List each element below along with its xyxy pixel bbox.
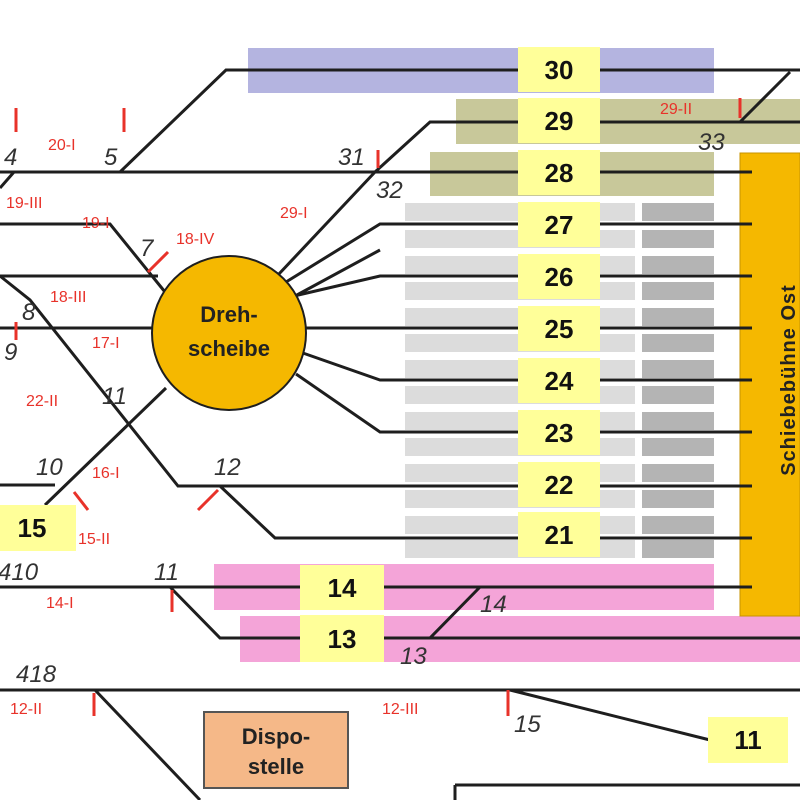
signal-label-22-II: 22-II: [26, 393, 58, 410]
track-number-28: 28: [545, 158, 574, 188]
signal-label-16-I: 16-I: [92, 465, 120, 482]
track-number-boxes: [0, 47, 788, 763]
dispo-box: [203, 711, 349, 789]
track-number-27: 27: [545, 210, 574, 240]
track-number-21: 21: [545, 520, 574, 550]
switch-number-15: 15: [514, 711, 541, 738]
signal-label-19-I: 19-I: [82, 215, 110, 232]
turntable-label-1: Dreh-: [200, 302, 257, 327]
turntable-label-2: scheibe: [188, 336, 270, 361]
signal-label-17-I: 17-I: [92, 335, 120, 352]
track-number-30: 30: [545, 55, 574, 85]
switch-number-4: 4: [4, 144, 17, 171]
switch-number-13: 13: [400, 643, 427, 670]
dispo-label-2: stelle: [248, 754, 304, 779]
turntable: [151, 255, 307, 411]
track-number-23: 23: [545, 418, 574, 448]
switch-number-9: 9: [4, 339, 17, 366]
signal-label-15-II: 15-II: [78, 531, 110, 548]
track-lines: [0, 68, 800, 800]
switch-number-11b: 11: [154, 559, 179, 586]
switch-number-5: 5: [104, 144, 118, 171]
track-number-24: 24: [545, 366, 574, 396]
switch-number-418: 418: [16, 661, 57, 688]
switch-number-8: 8: [22, 299, 36, 326]
track-number-11: 11: [734, 725, 762, 755]
switch-number-7: 7: [140, 235, 155, 262]
switch-number-12: 12: [214, 454, 241, 481]
signal-label-18-III: 18-III: [50, 289, 86, 306]
switch-number-410: 410: [0, 559, 39, 586]
signal-label-18-IV: 18-IV: [176, 231, 215, 248]
signal-label-14-I: 14-I: [46, 595, 74, 612]
dispo-label-1: Dispo-: [242, 724, 310, 749]
track-number-22: 22: [545, 470, 574, 500]
switch-number-10: 10: [36, 454, 63, 481]
switch-number-14: 14: [480, 591, 507, 618]
signal-label-12-II: 12-II: [10, 701, 42, 718]
switch-number-31: 31: [338, 144, 365, 171]
switch-number-33: 33: [698, 129, 725, 156]
track-number-15: 15: [18, 513, 47, 543]
signal-label-29-I: 29-I: [280, 205, 308, 222]
signal-label-12-III: 12-III: [382, 701, 418, 718]
signal-label-29-II: 29-II: [660, 101, 692, 118]
track-number-29: 29: [545, 106, 574, 136]
signal-label-20-I: 20-I: [48, 137, 76, 154]
track-number-26: 26: [545, 262, 574, 292]
transfer-table-label: Schiebebühne Ost: [778, 284, 800, 476]
switch-number-11a: 11: [102, 383, 127, 410]
track-number-13: 13: [328, 624, 357, 654]
track-number-25: 25: [545, 314, 574, 344]
signal-markers: [14, 98, 742, 716]
track-number-14: 14: [328, 573, 357, 603]
signal-label-19-III: 19-III: [6, 195, 42, 212]
switch-number-32: 32: [376, 177, 403, 204]
